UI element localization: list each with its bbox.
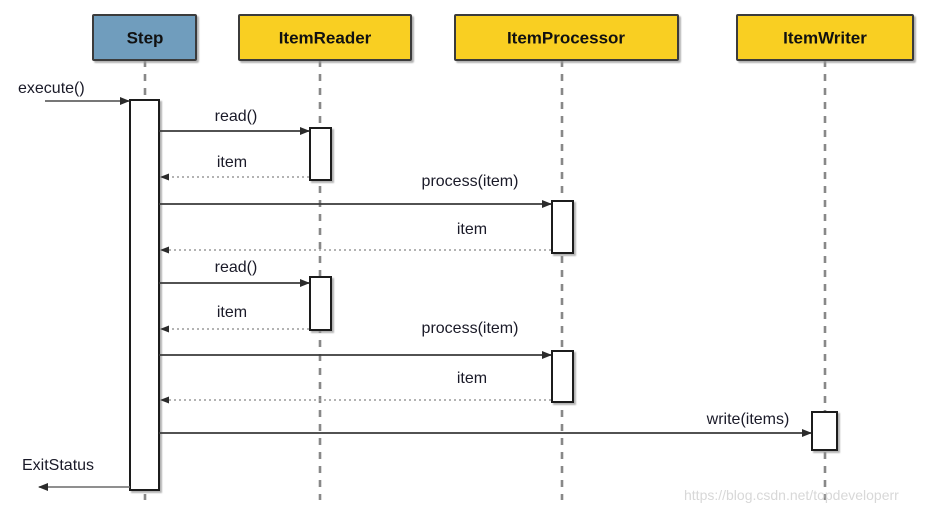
message-execute-label: execute() (18, 80, 85, 97)
message-read-2: read() (159, 259, 310, 287)
activation-itemreader-read-1 (309, 127, 332, 181)
message-write-label: write(items) (706, 411, 790, 428)
activation-itemwriter-write (811, 411, 838, 451)
message-item-3: item (160, 304, 309, 333)
participant-itemprocessor[interactable]: ItemProcessor (454, 14, 679, 61)
activation-itemprocessor-process-2 (551, 350, 574, 403)
participant-step-label: Step (127, 28, 164, 47)
message-process-1: process(item) (159, 173, 552, 208)
message-item-2: item (160, 221, 551, 254)
message-item-1-label: item (217, 154, 247, 171)
lifelines-group (143, 60, 827, 500)
participant-step[interactable]: Step (92, 14, 197, 61)
message-exitstatus: ExitStatus (22, 457, 130, 491)
activations-group (129, 99, 838, 491)
participant-itemprocessor-label: ItemProcessor (507, 28, 625, 47)
participant-itemreader[interactable]: ItemReader (238, 14, 412, 61)
message-read-1-label: read() (215, 108, 258, 125)
message-execute: execute() (18, 80, 130, 105)
activation-itemprocessor-process-1 (551, 200, 574, 254)
message-item-3-label: item (217, 304, 247, 321)
message-process-1-label: process(item) (422, 173, 519, 190)
activation-step (129, 99, 160, 491)
message-item-4-label: item (457, 370, 487, 387)
participant-itemprocessor-box[interactable] (454, 14, 679, 61)
message-process-2-label: process(item) (422, 320, 519, 337)
message-write: write(items) (159, 411, 812, 437)
participant-itemwriter-label: ItemWriter (783, 28, 867, 47)
participant-itemreader-box[interactable] (238, 14, 412, 61)
message-item-4: item (160, 370, 551, 404)
participant-itemreader-label: ItemReader (279, 28, 372, 47)
message-item-2-label: item (457, 221, 487, 238)
activation-itemreader-read-2 (309, 276, 332, 331)
message-read-2-label: read() (215, 259, 258, 276)
watermark: https://blog.csdn.net/topdeveloperr (684, 487, 899, 503)
message-read-1: read() (159, 108, 310, 135)
participant-itemwriter-box[interactable] (736, 14, 914, 61)
participant-step-box[interactable] (92, 14, 197, 61)
message-process-2: process(item) (159, 320, 552, 359)
message-exitstatus-label: ExitStatus (22, 457, 94, 474)
message-item-1: item (160, 154, 309, 181)
participant-itemwriter[interactable]: ItemWriter (736, 14, 914, 61)
